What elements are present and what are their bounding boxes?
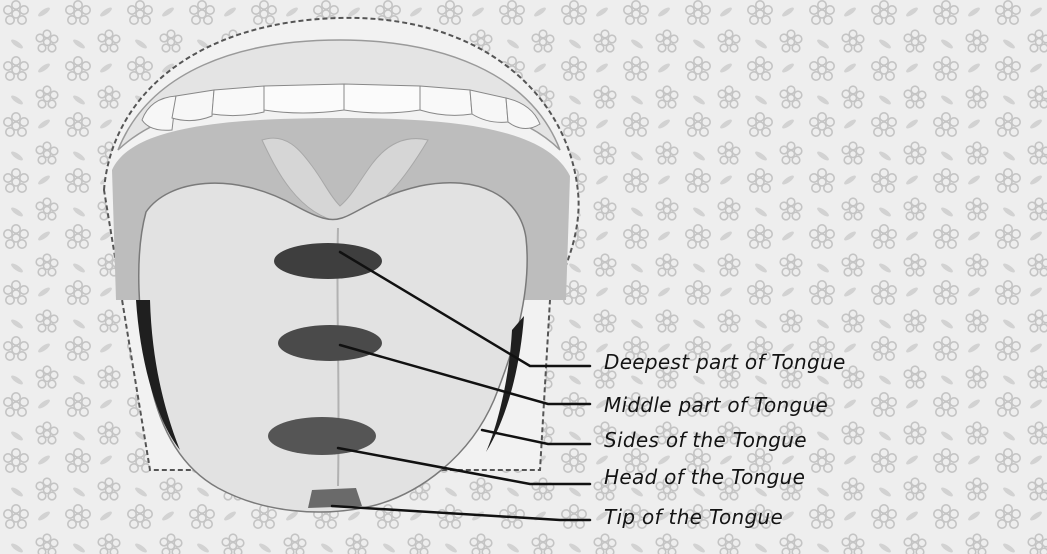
leader-line-middle (338, 343, 592, 406)
leader-line-sides (480, 428, 592, 446)
left-cheek-shadow (136, 300, 180, 450)
leader-line-tip (330, 504, 592, 522)
deepest-part-spot (274, 243, 382, 279)
region-spots (268, 243, 382, 455)
label-tip: Tip of the Tongue (604, 505, 784, 529)
label-head: Head of the Tongue (604, 465, 806, 489)
tongue-tip-notch (308, 488, 362, 508)
leader-lines (330, 250, 592, 522)
middle-part-spot (278, 325, 382, 361)
label-deepest-part: Deepest part of Tongue (604, 350, 846, 374)
head-spot (268, 417, 376, 455)
uvula (261, 137, 429, 223)
label-middle-part: Middle part of Tongue (604, 393, 829, 417)
right-cheek-shadow (486, 316, 524, 452)
label-sides: Sides of the Tongue (604, 428, 807, 452)
leader-line-deepest (338, 250, 592, 368)
upper-teeth (141, 83, 541, 131)
leader-line-head (336, 446, 592, 486)
